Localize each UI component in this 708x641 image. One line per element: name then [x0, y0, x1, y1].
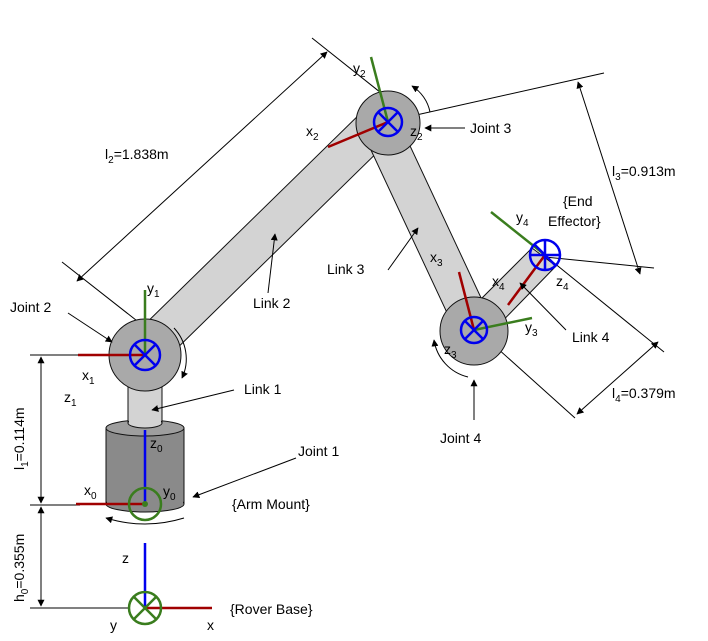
- frame-1: [78, 290, 162, 372]
- label-l1: l1=0.114m: [11, 407, 31, 470]
- label-joint-1: Joint 1: [298, 443, 339, 459]
- frame-0: [76, 430, 163, 522]
- label-l4: l4=0.379m: [612, 385, 676, 405]
- label-link-1: Link 1: [244, 381, 282, 397]
- axis-label-x-base: x: [207, 617, 214, 633]
- frame-2: [327, 56, 404, 149]
- label-l2: l2=1.838m: [105, 146, 169, 166]
- frame-3: [457, 271, 533, 345]
- axis-label-z4: z4: [556, 273, 569, 293]
- axis-label-y1: y1: [147, 280, 160, 300]
- label-end-effector-2: Effector}: [548, 213, 601, 229]
- axis-label-x2: x2: [306, 123, 319, 143]
- leader-arrows: [67, 124, 567, 499]
- label-rover-base: {Rover Base}: [230, 601, 313, 617]
- label-link-3: Link 3: [327, 261, 365, 277]
- label-link-2: Link 2: [253, 295, 291, 311]
- axis-label-x3: x3: [430, 249, 443, 269]
- axis-label-y-base: y: [110, 617, 117, 633]
- axis-label-z3: z3: [444, 341, 457, 361]
- frame-4: [490, 211, 562, 306]
- axis-label-z2: z2: [410, 123, 423, 143]
- axis-label-y3: y3: [525, 319, 538, 339]
- link-2-bar: [134, 106, 396, 363]
- label-end-effector-1: {End: [563, 193, 593, 209]
- frame-rover-base: [127, 543, 212, 626]
- label-h0: h0=0.355m: [11, 534, 31, 602]
- label-joint-2: Joint 2: [10, 299, 51, 315]
- label-arm-mount: {Arm Mount}: [232, 496, 310, 512]
- axis-label-y2: y2: [353, 60, 366, 80]
- axis-label-x4: x4: [492, 273, 505, 293]
- axis-label-x0: x0: [84, 482, 97, 502]
- label-link-4: Link 4: [572, 329, 610, 345]
- axis-label-x1: x1: [82, 367, 95, 387]
- label-l3: l3=0.913m: [612, 163, 676, 183]
- dimension-lines: [30, 37, 665, 609]
- label-joint-4: Joint 4: [440, 430, 481, 446]
- rotation-arrows: [105, 85, 469, 525]
- axis-label-z-base: z: [122, 550, 129, 566]
- label-joint-3: Joint 3: [470, 120, 511, 136]
- axis-label-y0: y0: [163, 483, 176, 503]
- axis-label-y4: y4: [516, 209, 529, 229]
- axis-label-z1: z1: [64, 389, 77, 409]
- axis-label-z0: z0: [150, 435, 163, 455]
